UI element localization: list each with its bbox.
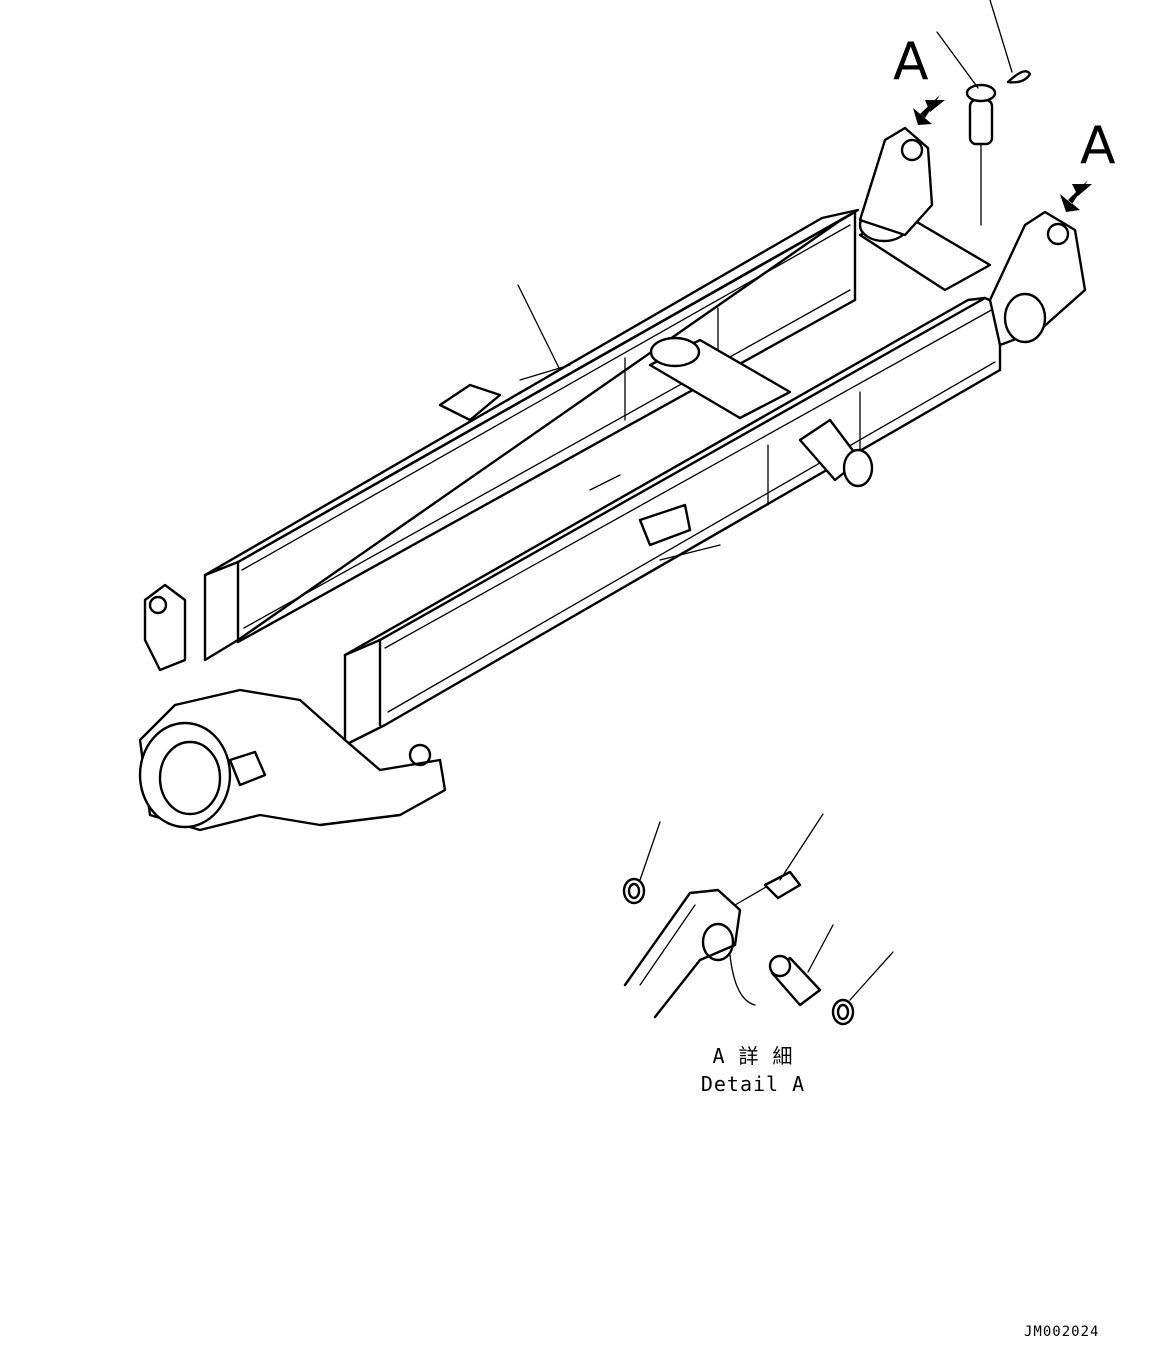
view-label-a-right: A (1080, 116, 1116, 176)
view-arrow-icon (913, 95, 945, 125)
leader-line (807, 924, 834, 973)
seal-ring (622, 877, 646, 905)
seal-ring (831, 998, 855, 1026)
detail-caption-en: Detail A (700, 1072, 806, 1096)
leader-line (849, 951, 894, 1001)
detail-caption: A 詳 細 Detail A (698, 1042, 808, 1098)
upper-beam-top (203, 208, 860, 577)
view-label-a-left: A (893, 32, 929, 92)
view-arrow-icon (1060, 180, 1092, 212)
leader-line (779, 813, 824, 881)
mounting-pin (968, 98, 994, 146)
leader-line (639, 821, 661, 881)
axle-bore (138, 721, 232, 829)
main-frame (138, 126, 1087, 832)
leader-line (517, 284, 561, 371)
pin-assembly (936, 0, 1032, 226)
drawing-number: JM002024 (1024, 1324, 1100, 1340)
leader-line (936, 31, 979, 89)
detail-caption-jp: A 詳 細 (712, 1044, 794, 1068)
leader-line (989, 0, 1013, 73)
cotter-pin (1006, 70, 1032, 84)
detail-a-drawing (622, 813, 894, 1026)
